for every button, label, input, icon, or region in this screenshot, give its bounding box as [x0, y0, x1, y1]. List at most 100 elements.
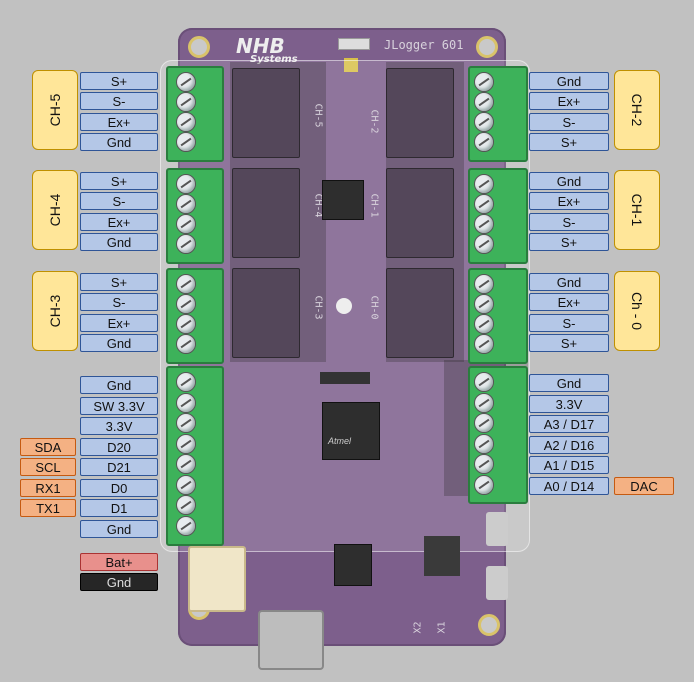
silk-x2: X2 — [412, 621, 424, 634]
screw-icon[interactable] — [474, 314, 494, 334]
screw-icon[interactable] — [474, 274, 494, 294]
channel-name: CH-5 — [47, 93, 63, 127]
silk-ch2: CH-2 — [368, 109, 380, 134]
screw-icon[interactable] — [176, 194, 196, 214]
io-pin-label: SW 3.3V — [80, 396, 158, 415]
screw-icon[interactable] — [474, 112, 494, 132]
pin-label: S- — [529, 112, 609, 131]
screw-icon[interactable] — [474, 214, 494, 234]
regulator-chip — [334, 544, 372, 586]
mount-hole — [188, 36, 210, 58]
channel-label: CH-1 — [614, 170, 660, 250]
screw-icon[interactable] — [176, 72, 196, 92]
screw-icon[interactable] — [176, 92, 196, 112]
channel-label: CH-5 — [32, 70, 78, 150]
pin-label: S- — [80, 192, 158, 211]
reset-button[interactable] — [486, 512, 508, 546]
screw-icon[interactable] — [474, 413, 494, 433]
adc-socket — [386, 68, 454, 158]
io-pin-label: A2 / D16 — [529, 435, 609, 454]
pin-label: S- — [529, 313, 609, 332]
io-pin-label: D20 — [80, 437, 158, 456]
adc-socket — [232, 168, 300, 258]
io-pin-label: Gnd — [529, 374, 609, 392]
screw-icon[interactable] — [176, 234, 196, 254]
channel-name: CH-1 — [629, 193, 645, 227]
channel-label: CH-2 — [614, 70, 660, 150]
io-pin-label: D1 — [80, 499, 158, 517]
screw-icon[interactable] — [474, 334, 494, 354]
pin-label: Ex+ — [529, 192, 609, 211]
led — [338, 38, 370, 50]
screw-icon[interactable] — [176, 454, 196, 474]
screw-icon[interactable] — [176, 274, 196, 294]
pin-label: S- — [80, 293, 158, 312]
adc-socket — [232, 68, 300, 158]
screw-icon[interactable] — [176, 515, 196, 536]
pin-label: S+ — [80, 72, 158, 90]
terminal-io-left[interactable] — [166, 366, 224, 546]
screw-icon[interactable] — [474, 92, 494, 112]
screw-icon[interactable] — [474, 72, 494, 92]
adc-socket — [386, 168, 454, 258]
channel-label: CH-3 — [32, 271, 78, 351]
screw-icon[interactable] — [176, 392, 196, 413]
screw-icon[interactable] — [176, 495, 196, 515]
mount-hole — [476, 36, 498, 58]
screw-icon[interactable] — [176, 433, 196, 454]
silk-ch3: CH-3 — [312, 295, 324, 320]
pad — [344, 58, 358, 72]
channel-name: CH-2 — [629, 93, 645, 127]
screw-icon[interactable] — [176, 474, 196, 495]
screw-icon[interactable] — [474, 194, 494, 214]
pin-label: Ex+ — [80, 112, 158, 131]
pin-label: S+ — [529, 132, 609, 151]
channel-name: CH-4 — [47, 193, 63, 227]
jumper-block — [424, 536, 460, 576]
screw-icon[interactable] — [176, 112, 196, 132]
screw-icon[interactable] — [176, 132, 196, 152]
pin-label: Gnd — [80, 333, 158, 352]
pin-label: Gnd — [529, 172, 609, 190]
screw-icon[interactable] — [474, 474, 494, 495]
pin-label: Ex+ — [529, 293, 609, 312]
screw-icon[interactable] — [474, 433, 494, 454]
io-pin-label: D0 — [80, 478, 158, 497]
board-logo-gear — [336, 298, 352, 314]
io-pin-label: 3.3V — [80, 417, 158, 435]
io-pin-label: Gnd — [80, 376, 158, 394]
mcu-marking: Atmel — [328, 436, 352, 446]
screw-icon[interactable] — [474, 392, 494, 413]
screw-icon[interactable] — [176, 294, 196, 314]
mcu-chip — [322, 402, 380, 460]
screw-icon[interactable] — [176, 214, 196, 234]
brand-logo-sub: Systems — [250, 54, 298, 65]
screw-icon[interactable] — [176, 334, 196, 354]
screw-icon[interactable] — [474, 174, 494, 194]
adc-socket — [386, 268, 454, 358]
channel-label: CH-4 — [32, 170, 78, 250]
screw-icon[interactable] — [176, 314, 196, 334]
pin-label: Ex+ — [80, 212, 158, 231]
boot-button[interactable] — [486, 566, 508, 600]
screw-icon[interactable] — [176, 174, 196, 194]
screw-icon[interactable] — [474, 294, 494, 314]
screw-icon[interactable] — [474, 234, 494, 254]
alt-function-label: DAC — [614, 476, 674, 495]
battery-connector[interactable] — [188, 546, 246, 612]
pin-label: S+ — [529, 333, 609, 352]
usb-connector[interactable] — [258, 610, 324, 670]
alt-function-label: TX1 — [20, 499, 76, 517]
screw-icon[interactable] — [176, 413, 196, 433]
channel-name: CH-3 — [47, 294, 63, 328]
screw-icon[interactable] — [474, 132, 494, 152]
pin-label: S+ — [80, 273, 158, 291]
silk-ch5: CH-5 — [312, 103, 324, 128]
bat-plus-label: Bat+ — [80, 553, 158, 571]
screw-icon[interactable] — [474, 454, 494, 474]
brand-logo: NHB — [236, 34, 285, 58]
silk-ch0: CH-0 — [368, 295, 380, 320]
pin-label: Gnd — [529, 273, 609, 291]
screw-icon[interactable] — [474, 372, 494, 392]
screw-icon[interactable] — [176, 372, 196, 392]
